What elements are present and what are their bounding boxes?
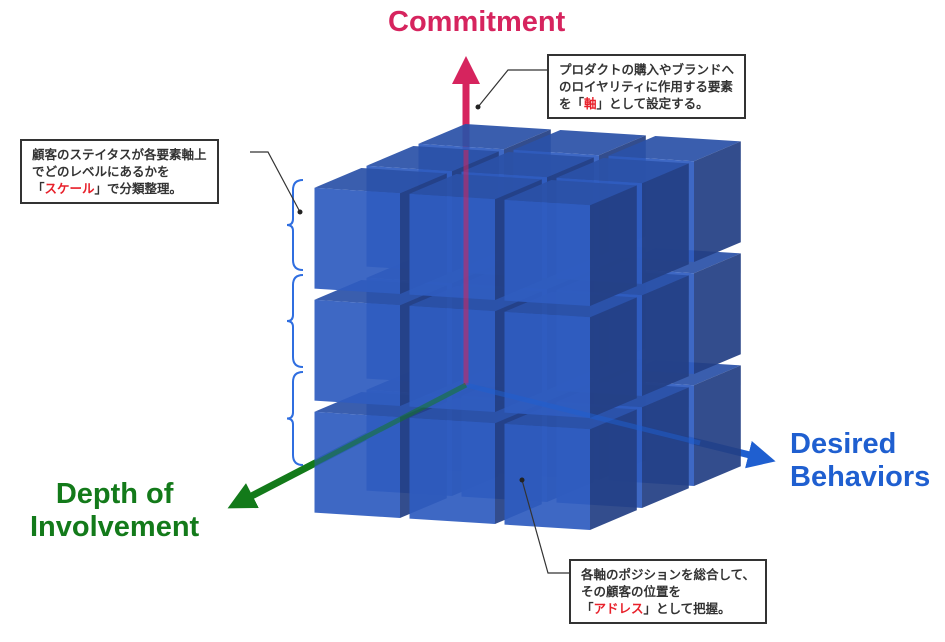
commitment-label: Commitment: [388, 6, 566, 38]
cube-side-face: [590, 297, 637, 418]
cube-side-face: [642, 275, 689, 396]
note-line: 各軸のポジションを総合して、: [581, 567, 756, 582]
cube-front-face: [314, 411, 400, 518]
address-note-leader: [521, 479, 569, 574]
cube-top-face: [556, 158, 689, 184]
note-line: その顧客の位置を: [581, 584, 682, 599]
cube-side-face: [694, 253, 741, 374]
scale-note: 顧客のステイタスが各要素軸上 でどのレベルにあるかを 「スケール」で分類整理。: [20, 139, 219, 204]
note-text: 」として設定する。: [596, 96, 709, 111]
note-line: を「軸」として設定する。: [559, 95, 734, 112]
cube-side-face: [642, 387, 689, 508]
desired-axis-overlay: [465, 382, 701, 446]
depth-of-involvement-label: Depth of Involvement: [30, 478, 199, 544]
desired-behaviors-label: Desired Behaviors: [790, 428, 930, 494]
cube-side-face: [694, 365, 741, 486]
desired-behaviors-line2: Behaviors: [790, 461, 931, 493]
note-line: でどのレベルにあるかを: [32, 164, 170, 179]
scale-brace: [286, 371, 304, 466]
cube-front-face: [314, 299, 400, 406]
cube-top-face: [504, 180, 637, 206]
note-line: 「アドレス」として把握。: [581, 600, 755, 617]
leader-dot: [519, 477, 525, 483]
note-text: 「: [32, 181, 45, 196]
note-text: を「: [559, 96, 585, 111]
cube-top-face: [461, 152, 594, 178]
note-text: 」で分類整理。: [94, 181, 183, 196]
cube-front-face: [409, 417, 495, 524]
axis-note-leader: [477, 69, 547, 108]
leader-dot: [297, 209, 303, 215]
note-line: プロダクトの購入やブランドへ: [559, 62, 735, 77]
address-note: 各軸のポジションを総合して、 その顧客の位置を 「アドレス」として把握。: [569, 559, 768, 624]
cube-top-face: [409, 174, 542, 200]
note-text: 」として把握。: [643, 601, 731, 616]
cube-front-face: [409, 193, 495, 300]
desired-behaviors-line1: Desired: [790, 428, 897, 460]
note-highlight: スケール: [44, 181, 95, 196]
leader-dot: [475, 104, 481, 110]
cube-top-face: [608, 136, 741, 162]
depth-line1: Depth of: [55, 478, 174, 510]
note-text: 「: [581, 601, 594, 616]
cube-side-face: [642, 163, 689, 284]
depth-axis-overlay: [308, 382, 468, 469]
cube-top-face: [314, 168, 447, 194]
axis-note: プロダクトの購入やブランドへ のロイヤリティに作用する要素 を「軸」として設定す…: [547, 54, 747, 119]
cube-side-face: [694, 141, 741, 262]
cube-front-face: [504, 423, 590, 530]
scale-brace: [286, 179, 304, 271]
cube-front-face: [409, 305, 495, 412]
scale-note-leader: [250, 151, 301, 213]
note-highlight: 軸: [584, 96, 597, 111]
cube-front-face: [504, 311, 590, 418]
cube-top-face: [513, 130, 646, 156]
cube-top-face: [418, 124, 551, 150]
note-line: 顧客のステイタスが各要素軸上: [32, 147, 207, 162]
cube-front-face: [504, 199, 590, 306]
note-line: のロイヤリティに作用する要素: [559, 79, 733, 94]
cube-side-face: [590, 409, 637, 530]
cube-side-face: [590, 185, 637, 306]
scale-brace: [286, 274, 304, 368]
note-highlight: アドレス: [593, 601, 644, 616]
note-line: 「スケール」で分類整理。: [32, 180, 207, 197]
depth-line2: Involvement: [30, 511, 200, 543]
cube-front-face: [314, 187, 400, 294]
